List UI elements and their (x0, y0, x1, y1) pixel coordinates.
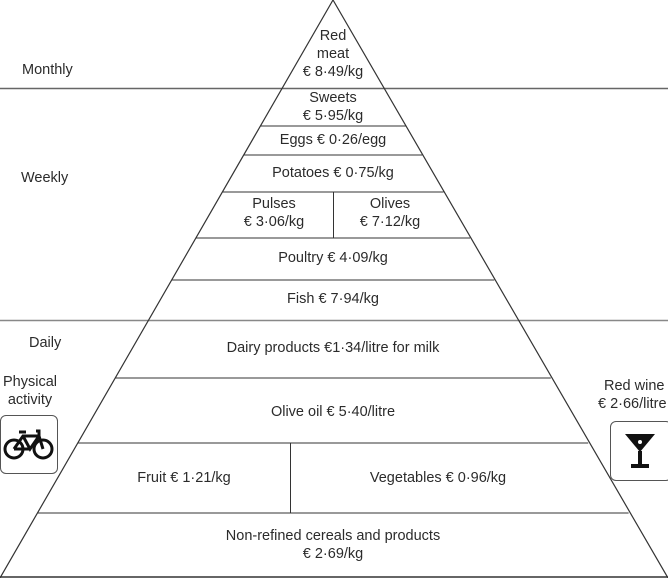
tier-eggs: Eggs € 0·26/egg (279, 132, 387, 148)
physical-activity-line2: activity (7, 392, 53, 408)
frequency-label-monthly: Monthly (22, 62, 73, 78)
olives-name: Olives (369, 196, 411, 212)
red-wine-label: Red wine € 2·66/litre (598, 377, 668, 413)
sweets-price: € 5·95/kg (302, 108, 364, 124)
olives-price: € 7·12/kg (359, 214, 421, 230)
pyramid-left-edge (0, 0, 334, 578)
tier-olive-oil: Olive oil € 5·40/litre (270, 404, 396, 420)
red-meat-line1: Red (319, 28, 347, 44)
tier-fruit: Fruit € 1·21/kg (137, 470, 231, 486)
sweets-name: Sweets (309, 90, 357, 106)
tier-sweets: Sweets € 5·95/kg (262, 89, 404, 125)
cereals-price: € 2·69/kg (302, 546, 364, 562)
tier-potatoes: Potatoes € 0·75/kg (272, 165, 394, 181)
tier-olives: Olives € 7·12/kg (334, 195, 446, 231)
physical-activity-label: Physical activity (0, 373, 60, 409)
tier-cereals: Non-refined cereals and products € 2·69/… (40, 527, 626, 563)
tier-poultry: Poultry € 4·09/kg (278, 250, 388, 266)
pulses-price: € 3·06/kg (243, 214, 305, 230)
red-wine-name: Red wine (604, 378, 665, 394)
pyramid-right-edge (332, 0, 668, 578)
red-meat-line2: meat (316, 46, 350, 62)
red-wine-price: € 2·66/litre (598, 396, 667, 412)
physical-activity-line1: Physical (3, 374, 57, 390)
bicycle-icon (3, 429, 54, 460)
frequency-label-weekly: Weekly (21, 170, 69, 186)
frequency-label-daily: Daily (29, 335, 62, 351)
red-wine-icon-box (610, 421, 668, 481)
tier-dairy: Dairy products €1·34/litre for milk (226, 340, 440, 356)
tier-pulses: Pulses € 3·06/kg (215, 195, 333, 231)
physical-activity-icon-box (0, 415, 58, 474)
red-meat-price: € 8·49/kg (302, 64, 364, 80)
tier-red-meat: Red meat € 8·49/kg (283, 27, 383, 81)
pulses-name: Pulses (252, 196, 296, 212)
cocktail-glass-icon (625, 434, 655, 468)
tier-fish: Fish € 7·94/kg (287, 291, 379, 307)
cereals-name: Non-refined cereals and products (225, 528, 441, 544)
tier-vegetables: Vegetables € 0·96/kg (369, 470, 507, 486)
